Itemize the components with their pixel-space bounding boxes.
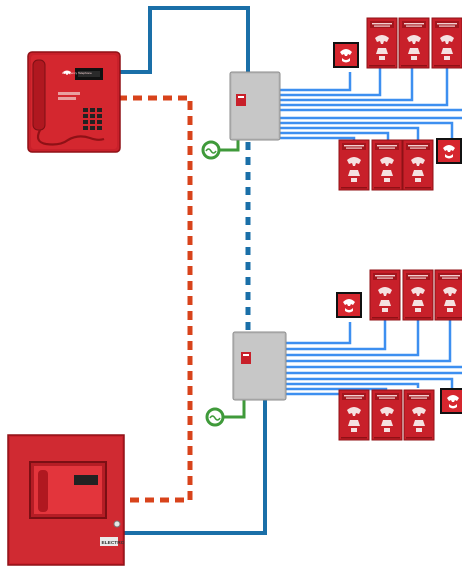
junction-box-2 (232, 331, 287, 401)
emergency-phone-card-icon[interactable] (366, 17, 398, 69)
emergency-phone-card-icon[interactable] (431, 17, 462, 69)
emergency-phone-card-icon[interactable] (371, 389, 403, 441)
wiring-group-2 (286, 320, 462, 396)
emergency-phone-card-icon[interactable] (369, 269, 401, 321)
phone-icon[interactable] (333, 42, 359, 68)
emergency-phone-card-icon[interactable] (403, 389, 435, 441)
power-connector-1 (201, 138, 240, 160)
junction-box-indicator (241, 352, 251, 364)
phone-logo (63, 70, 71, 75)
emergency-phone-card-icon[interactable] (398, 17, 430, 69)
trunk-line-bottom (120, 398, 267, 535)
emergency-phone-card-icon[interactable] (338, 139, 370, 191)
handset-cord (36, 129, 105, 146)
phone-icon[interactable] (336, 292, 362, 318)
panel-lock[interactable] (113, 520, 121, 528)
emergency-phone-card-icon[interactable] (402, 269, 434, 321)
phone-card-header: Emergency Telephone (62, 71, 92, 75)
control-panel[interactable]: ELECTRO (7, 434, 125, 566)
phone-icon[interactable] (436, 138, 462, 164)
power-connector-2 (205, 400, 246, 427)
panel-display (74, 475, 98, 485)
phone-keypad[interactable] (83, 108, 102, 130)
phone-dashed-line (118, 95, 193, 503)
emergency-phone-card-icon[interactable] (434, 269, 462, 321)
handset (32, 59, 46, 131)
panel-handset (38, 470, 48, 512)
panel-label: ELECTRO (102, 540, 125, 546)
junction-box-indicator (236, 94, 246, 106)
emergency-phone-card-icon[interactable] (402, 139, 434, 191)
phone-icon[interactable] (440, 388, 462, 414)
emergency-phone-card-icon[interactable] (371, 139, 403, 191)
junction-box-1 (229, 71, 281, 141)
wiring-group-1 (278, 68, 462, 140)
emergency-telephone-unit[interactable]: Emergency Telephone (27, 51, 121, 153)
panel-nameplate (100, 537, 118, 546)
trunk-line-top (118, 6, 250, 78)
emergency-phone-card-icon[interactable] (338, 389, 370, 441)
